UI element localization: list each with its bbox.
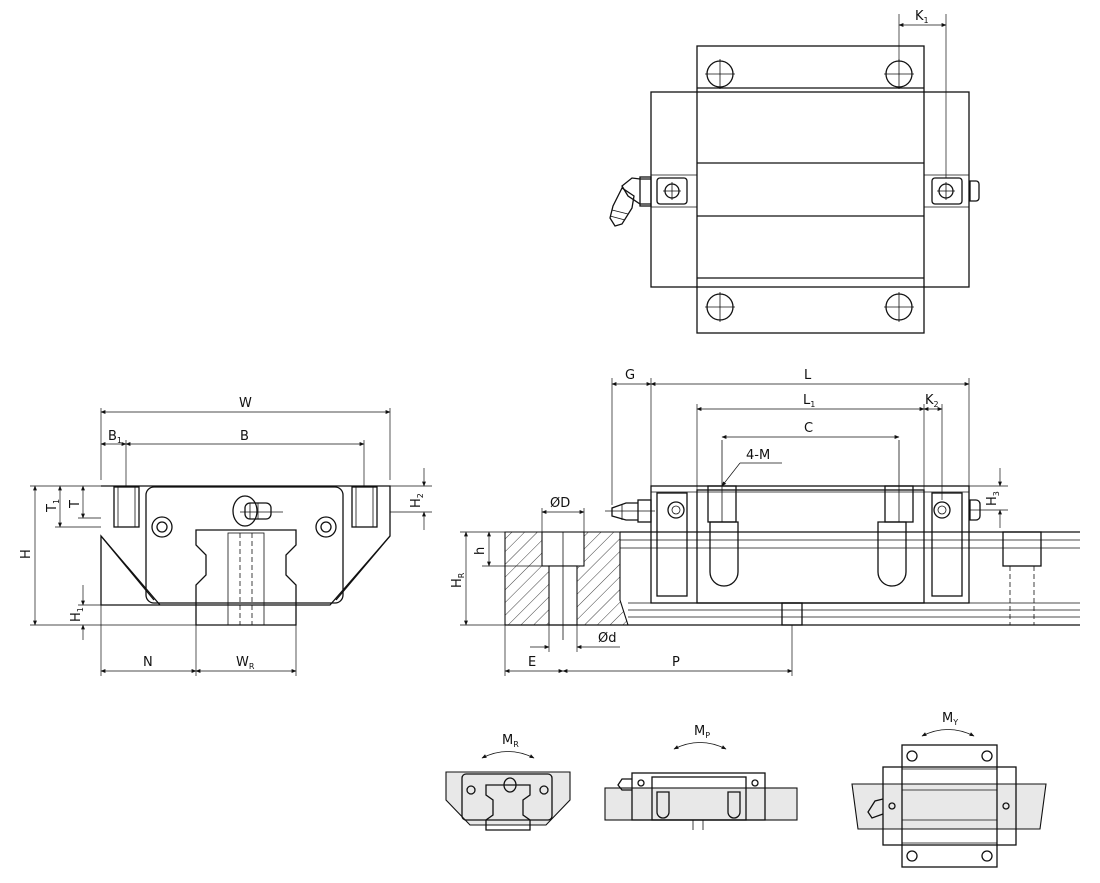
dim-G-label: G (625, 368, 635, 383)
dim-HR-label: HR (450, 572, 466, 588)
dim-H2-label: H2 (409, 493, 425, 508)
moment-MP-label: MP (694, 724, 710, 740)
side-view: G L L1 K2 C 4-M ØD h HR H3 (450, 368, 1080, 676)
dim-H-label: H (19, 549, 34, 559)
dim-d-label: Ød (598, 631, 616, 646)
dim-E-label: E (528, 655, 536, 670)
top-view: K1 (609, 9, 980, 334)
dim-4M-label: 4-M (746, 448, 770, 463)
grease-nipple-icon (609, 176, 652, 227)
dim-H1-label: H1 (69, 607, 85, 622)
dim-B-label: B (240, 429, 249, 444)
front-view: W B1 B H T1 T H1 H2 N WR (19, 396, 432, 676)
dim-N-label: N (143, 655, 153, 670)
dim-h-label: h (473, 547, 488, 555)
dim-B1-label: B1 (108, 429, 122, 445)
bolt-hole-icon (705, 292, 735, 322)
dim-T1-label: T1 (45, 499, 61, 513)
dim-D-label: ØD (550, 496, 570, 511)
dim-W-label: W (239, 396, 252, 411)
dim-P-label: P (672, 655, 680, 670)
dim-C-label: C (804, 421, 813, 436)
bolt-hole-icon (884, 59, 914, 89)
bolt-hole-icon (705, 59, 735, 89)
dim-H3-label: H3 (985, 491, 1001, 506)
dim-L1-label: L1 (803, 393, 815, 409)
bolt-hole-icon (884, 292, 914, 322)
moment-MP-diagram: MP (604, 724, 798, 830)
dim-L-label: L (804, 368, 812, 383)
moment-MY-diagram: MY (851, 711, 1047, 868)
dim-K2-label: K2 (925, 393, 939, 409)
dim-K1-label: K1 (915, 9, 929, 25)
moment-MY-label: MY (942, 711, 958, 727)
dim-WR-label: WR (236, 655, 255, 671)
moment-MR-diagram: MR (445, 733, 571, 831)
dim-T-label: T (68, 500, 83, 509)
moment-MR-label: MR (502, 733, 519, 749)
